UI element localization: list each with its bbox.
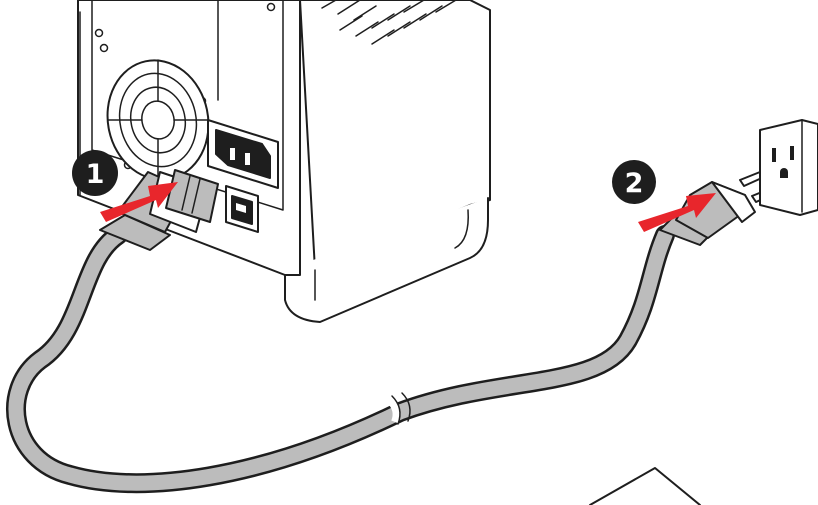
insert-arrow-2 <box>638 193 716 232</box>
iec-socket-icon <box>207 119 279 189</box>
insert-arrow-1 <box>100 182 178 222</box>
rocker-switch-icon <box>225 185 259 233</box>
step-number-2: 2 <box>625 168 644 199</box>
power-cable-icon <box>6 225 675 494</box>
fan-grille-icon <box>106 59 210 181</box>
case-vents <box>321 0 457 45</box>
step-badge-1: 1 <box>72 150 118 196</box>
step-badge-2: 2 <box>612 160 656 204</box>
pc-case <box>77 0 491 323</box>
wall-outlet-icon <box>759 119 818 216</box>
insert-arrow-icon <box>100 182 716 232</box>
floor-object <box>589 467 701 505</box>
wall-plug <box>659 171 777 246</box>
case-foot <box>284 197 489 323</box>
step-number-1: 1 <box>86 159 105 190</box>
